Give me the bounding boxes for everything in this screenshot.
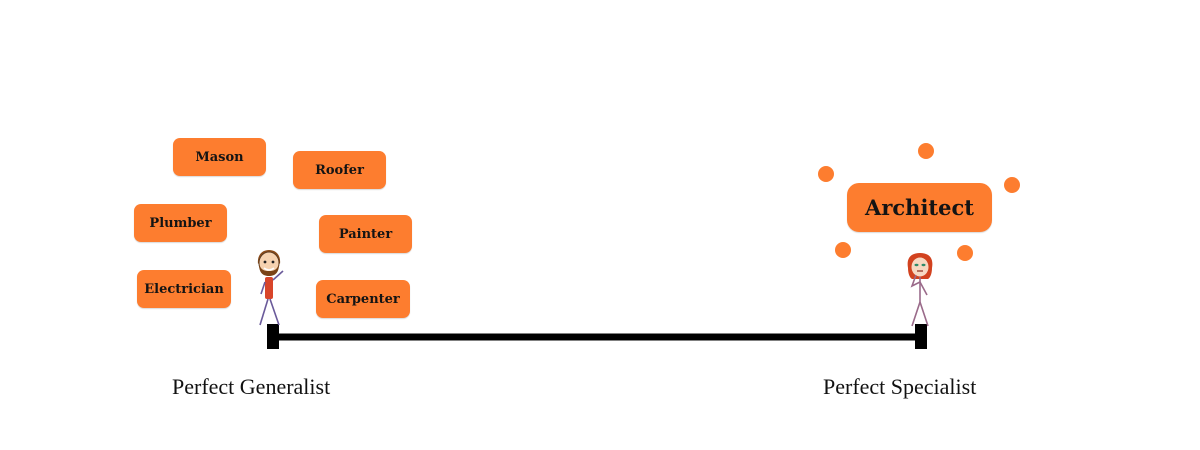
trade-label: Architect <box>865 195 974 220</box>
specialist-stick-figure-icon <box>907 253 933 327</box>
trade-label: Plumber <box>149 215 212 231</box>
specialist-end-cap <box>915 324 927 349</box>
trade-label: Carpenter <box>326 291 400 307</box>
specialist-label: Perfect Specialist <box>823 374 977 399</box>
accent-dot <box>835 242 851 258</box>
trade-label: Mason <box>195 149 244 165</box>
generalist-label: Perfect Generalist <box>172 374 331 399</box>
trade-tag-painter: Painter <box>319 215 412 253</box>
generalist-stick-figure-icon <box>257 250 284 326</box>
trade-tag-architect: Architect <box>847 183 992 232</box>
generalist-end-cap <box>267 324 279 349</box>
accent-dot <box>1004 177 1020 193</box>
accent-dot <box>818 166 834 182</box>
trade-tag-electrician: Electrician <box>137 270 231 308</box>
accent-dot <box>957 245 973 261</box>
trade-label: Painter <box>338 226 393 242</box>
trade-label: Roofer <box>315 162 364 178</box>
trade-tag-mason: Mason <box>173 138 266 176</box>
trade-label: Electrician <box>144 281 224 297</box>
trade-tag-carpenter: Carpenter <box>316 280 410 318</box>
trade-tag-roofer: Roofer <box>293 151 386 189</box>
trade-tag-plumber: Plumber <box>134 204 227 242</box>
accent-dot <box>918 143 934 159</box>
